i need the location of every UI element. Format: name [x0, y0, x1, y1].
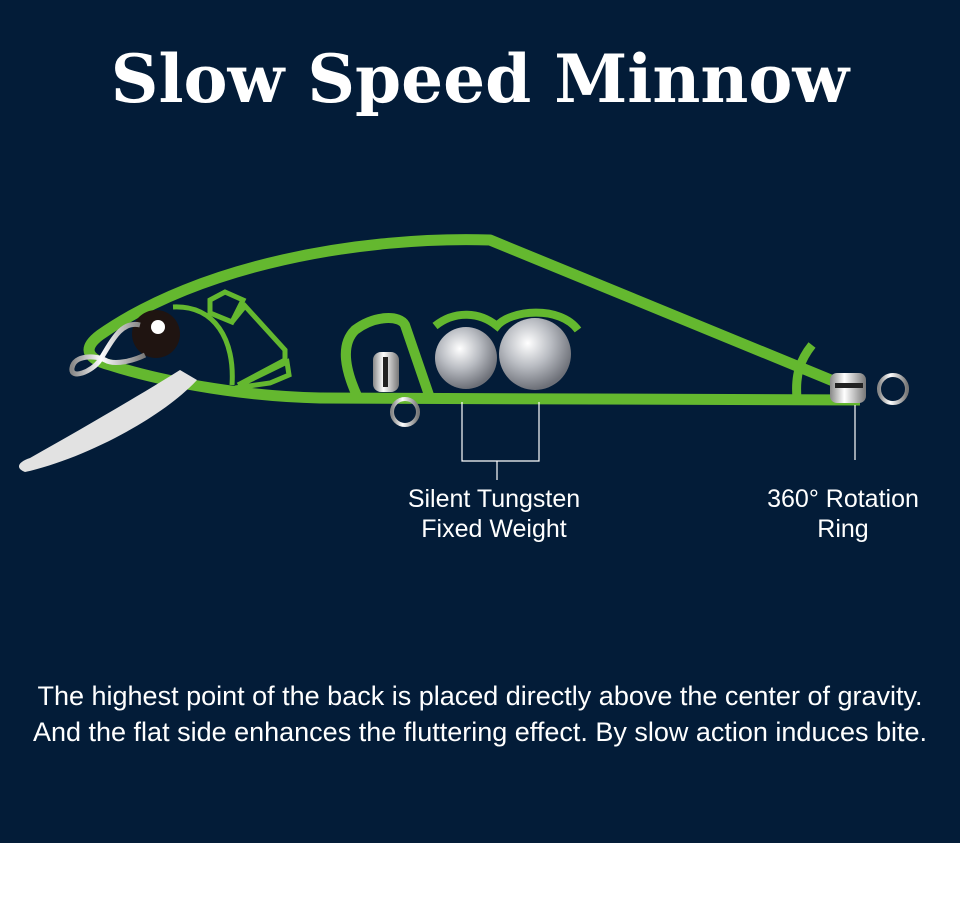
- tungsten-ball-2: [499, 318, 571, 390]
- infographic-panel: Slow Speed Minnow: [0, 0, 960, 843]
- ball-arc: [432, 308, 582, 333]
- page-title: Slow Speed Minnow: [110, 40, 850, 118]
- gill-outline: [172, 289, 292, 391]
- weight-leader-line: [461, 402, 540, 480]
- lure-body-outline: [83, 234, 863, 406]
- ring-label-line1: 360° Rotation: [767, 485, 919, 513]
- ring-label-line2: Ring: [817, 515, 869, 543]
- weight-chamber: [340, 313, 435, 401]
- weight-label-line1: Silent Tungsten: [407, 485, 581, 513]
- eye: [132, 310, 180, 358]
- lure-illustration: [18, 234, 909, 480]
- tungsten-ball-1: [435, 327, 497, 389]
- diving-lip: [18, 370, 197, 472]
- tail-rib: [792, 342, 816, 399]
- weight-label: Silent Tungsten Fixed Weight: [378, 484, 610, 544]
- description: The highest point of the back is placed …: [32, 681, 928, 747]
- ring-label: 360° Rotation Ring: [740, 484, 946, 544]
- weight-label-line2: Fixed Weight: [421, 515, 567, 543]
- nose-ring-icon: [69, 321, 147, 377]
